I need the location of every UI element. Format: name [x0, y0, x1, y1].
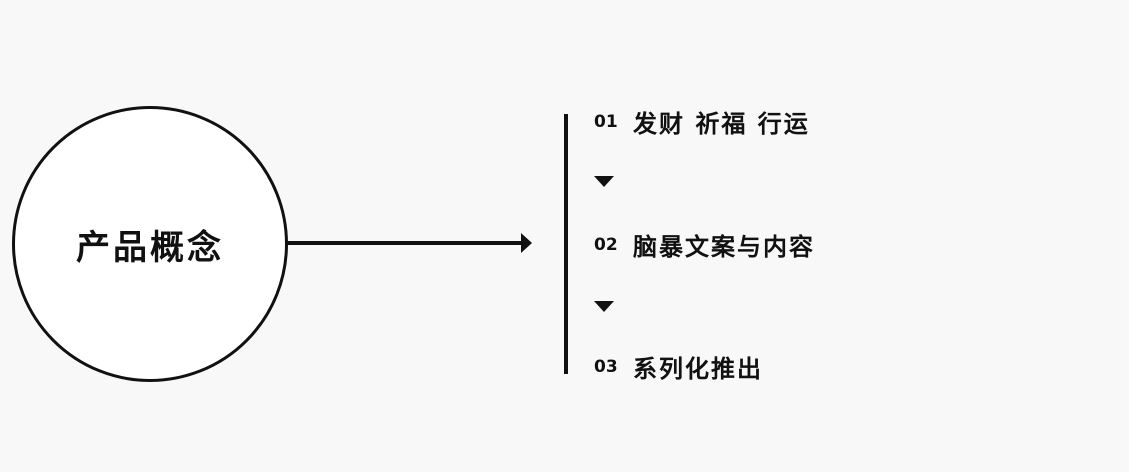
down-triangle-icon [594, 301, 614, 312]
arrow-head-icon [521, 233, 532, 253]
step-1: 01 发财 祈福 行运 [594, 104, 810, 139]
step-number: 01 [594, 111, 618, 132]
step-number: 02 [594, 234, 618, 255]
step-label: 脑暴文案与内容 [633, 233, 815, 261]
step-2: 02 脑暴文案与内容 [594, 227, 815, 262]
concept-label: 产品概念 [76, 227, 224, 268]
timeline-bar [564, 114, 568, 374]
step-number: 03 [594, 356, 618, 377]
step-label: 发财 祈福 行运 [633, 110, 810, 138]
arrow-line [286, 241, 522, 245]
step-label: 系列化推出 [633, 355, 763, 383]
step-3: 03 系列化推出 [594, 349, 763, 384]
concept-circle: 产品概念 [12, 106, 288, 382]
down-triangle-icon [594, 176, 614, 187]
